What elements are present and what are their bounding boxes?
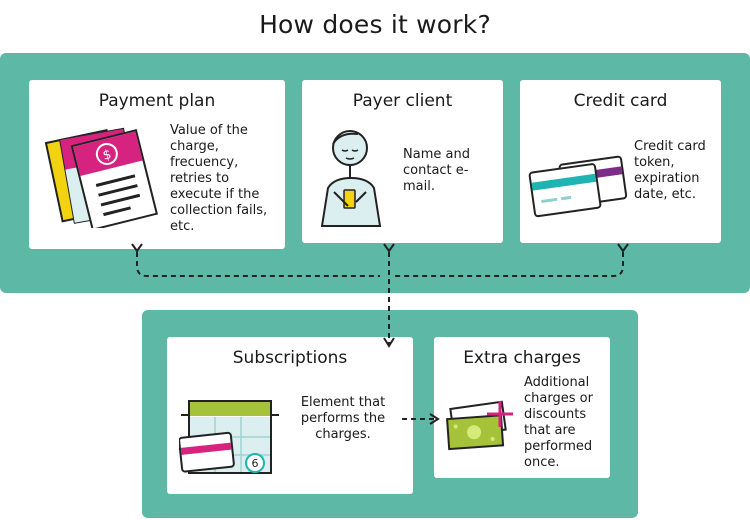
card-extra-charges: Extra charges Additional charges or disc… — [434, 337, 610, 478]
card-text-payer-client: Name and contact e-mail. — [403, 147, 470, 194]
card-title-payer-client: Payer client — [352, 91, 453, 111]
calendar-badge: 6 — [252, 457, 259, 470]
card-payer-client: Payer client Name and contact e-mail. — [302, 80, 503, 243]
banknotes-plus-icon — [442, 397, 522, 459]
person-with-phone-icon — [314, 122, 389, 236]
payment-plan-documents-icon: $ — [43, 118, 163, 232]
card-text-extra-charges: Additional charges or discounts that are… — [524, 375, 593, 470]
card-text-subscriptions: Element that performs the charges. — [300, 395, 386, 442]
card-payment-plan: Payment plan $ Value of the charg — [29, 80, 285, 249]
card-title-subscriptions: Subscriptions — [232, 348, 348, 368]
svg-text:$: $ — [101, 147, 113, 164]
card-subscriptions: Subscriptions 6 Element that performs th… — [167, 337, 413, 494]
card-text-credit-card: Credit card token, expiration date, etc. — [634, 139, 706, 202]
calendar-with-card-icon: 6 — [178, 397, 289, 485]
card-text-payment-plan: Value of the charge, frecuency, retries … — [170, 123, 268, 234]
card-credit-card: Credit card Credit card token, expiratio… — [520, 80, 721, 243]
credit-cards-icon — [526, 152, 631, 226]
card-title-extra-charges: Extra charges — [463, 348, 581, 368]
card-title-payment-plan: Payment plan — [98, 91, 216, 111]
page-title: How does it work? — [259, 10, 491, 39]
card-title-credit-card: Credit card — [573, 91, 668, 111]
